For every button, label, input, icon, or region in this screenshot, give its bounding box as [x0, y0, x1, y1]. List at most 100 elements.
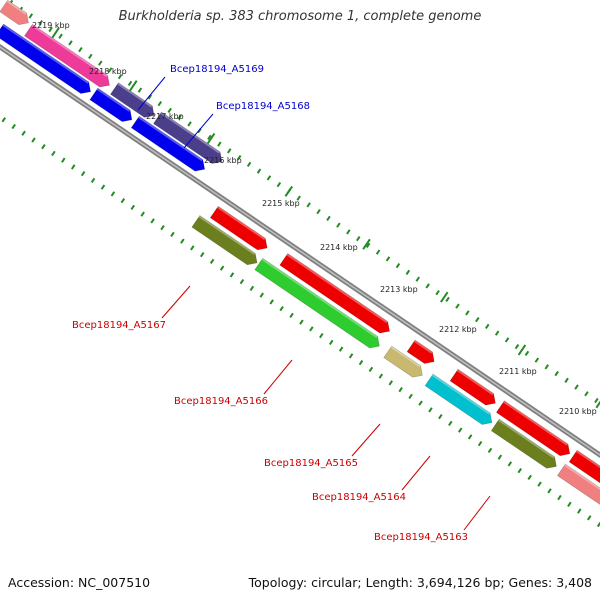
outer-tick-row-tick	[504, 337, 510, 343]
kbp-label: 2214 kbp	[320, 243, 358, 252]
inner-tick-row-tick	[596, 521, 600, 528]
inner-tick-row-tick	[457, 427, 463, 433]
feature-blue-3-highlight	[138, 116, 203, 162]
inner-tick-row-tick	[497, 454, 503, 460]
feature-khaki-highlight	[390, 346, 421, 368]
feature-red-2-highlight	[286, 253, 388, 324]
feature-cyan-highlight	[431, 374, 491, 415]
feature-red-3[interactable]	[406, 339, 435, 364]
outer-tick-row-tick	[88, 53, 93, 60]
inner-tick-row-tick	[269, 299, 274, 305]
inner-tick-row-tick	[507, 461, 513, 467]
inner-tick-row-tick	[448, 420, 453, 426]
inner-tick-row-tick	[358, 359, 364, 366]
feature-slate-2[interactable]	[153, 111, 223, 164]
kbp-label: 2213 kbp	[380, 285, 418, 294]
major-tick	[206, 132, 216, 145]
accession-text: Accession: NC_007510	[8, 575, 151, 590]
feature-red-2[interactable]	[279, 253, 390, 334]
feature-cyan[interactable]	[424, 373, 493, 425]
feature-blue-3[interactable]	[130, 115, 206, 172]
feature-slate-1-highlight	[117, 82, 153, 108]
feature-red-5-highlight	[503, 400, 568, 446]
feature-blue-1-highlight	[2, 24, 89, 84]
inner-tick-row-tick	[61, 157, 66, 163]
kbp-label: 2210 kbp	[559, 407, 597, 416]
inner-tick-row-tick	[348, 353, 354, 359]
inner-tick-row-tick	[527, 474, 532, 480]
outer-tick-row-tick	[207, 134, 212, 141]
outer-tick-row-tick	[336, 222, 341, 228]
outer-tick-row-tick	[296, 195, 301, 201]
outer-tick-row-tick	[306, 202, 311, 208]
feature-red-1[interactable]	[209, 205, 268, 251]
major-tick	[440, 291, 449, 303]
inner-tick-row-tick	[110, 191, 116, 197]
outer-tick-row-tick	[574, 384, 579, 390]
inner-tick-row-tick	[567, 501, 572, 507]
outer-tick-row-tick	[475, 316, 480, 323]
feature-red-6[interactable]	[568, 449, 600, 489]
major-tick	[362, 238, 371, 250]
gene-label[interactable]: Bcep18194_A5166	[174, 396, 268, 407]
outer-tick-row-tick	[137, 87, 143, 93]
inner-tick-row-tick	[11, 123, 16, 130]
inner-tick-row-tick	[338, 346, 344, 352]
feature-pink-2[interactable]	[556, 463, 600, 510]
outer-tick-row-tick	[157, 101, 163, 107]
outer-tick-row-tick	[385, 256, 391, 262]
gene-label-leader	[401, 455, 431, 491]
major-tick	[517, 344, 527, 356]
outer-tick-row-tick	[127, 80, 133, 87]
outer-tick-row-tick	[356, 235, 361, 242]
inner-tick-row-tick	[438, 413, 443, 420]
feature-blue-2[interactable]	[89, 87, 133, 122]
major-tick	[129, 80, 138, 92]
inner-tick-row-tick	[199, 252, 205, 258]
inner-tick-row-tick	[557, 494, 562, 501]
inner-tick-row-tick	[279, 306, 284, 312]
outer-tick-row-tick	[326, 215, 331, 221]
outer-tick-row-tick	[147, 94, 153, 100]
outer-tick-row-tick	[177, 114, 182, 120]
inner-tick-row-tick	[586, 515, 592, 521]
major-tick	[284, 185, 293, 197]
feature-khaki[interactable]	[383, 345, 423, 378]
gene-label[interactable]: Bcep18194_A5169	[170, 64, 264, 75]
feature-green[interactable]	[254, 257, 380, 349]
gene-label-leader	[183, 113, 214, 149]
inner-tick-row-tick	[428, 407, 433, 413]
outer-tick-row-tick	[316, 208, 321, 215]
gene-label[interactable]: Bcep18194_A5167	[72, 320, 166, 331]
outer-tick-row-tick	[534, 357, 540, 363]
inner-tick-row-tick	[180, 238, 185, 244]
inner-tick-row-tick	[51, 150, 56, 157]
feature-magenta[interactable]	[24, 23, 110, 88]
feature-red-5[interactable]	[495, 400, 571, 457]
outer-tick-row-tick	[514, 343, 520, 350]
inner-tick-row-tick	[418, 400, 423, 406]
feature-blue-1[interactable]	[0, 23, 91, 94]
inner-tick-row-tick	[219, 265, 225, 271]
gene-label[interactable]: Bcep18194_A5168	[216, 101, 310, 112]
inner-tick-row-tick	[140, 211, 145, 217]
inner-tick-row-tick	[398, 386, 403, 393]
kbp-label: 2211 kbp	[499, 367, 537, 376]
gene-label[interactable]: Bcep18194_A5165	[264, 458, 358, 469]
outer-tick-row-tick	[455, 303, 460, 309]
feature-olive-2[interactable]	[490, 418, 557, 469]
gene-label[interactable]: Bcep18194_A5164	[312, 492, 406, 503]
inner-tick-row-tick	[309, 326, 314, 332]
feature-pink-1[interactable]	[0, 0, 29, 26]
inner-tick-row-tick	[31, 137, 36, 143]
feature-slate-2-highlight	[160, 112, 221, 154]
outer-tick-row-tick	[227, 148, 232, 154]
feature-olive-1[interactable]	[191, 215, 258, 266]
feature-olive-1-highlight	[198, 215, 256, 255]
feature-slate-1[interactable]	[110, 82, 155, 118]
inner-tick-row-tick	[120, 198, 126, 204]
feature-red-4[interactable]	[449, 368, 496, 406]
outer-tick-row-tick	[554, 370, 559, 377]
gene-label[interactable]: Bcep18194_A5163	[374, 532, 468, 543]
